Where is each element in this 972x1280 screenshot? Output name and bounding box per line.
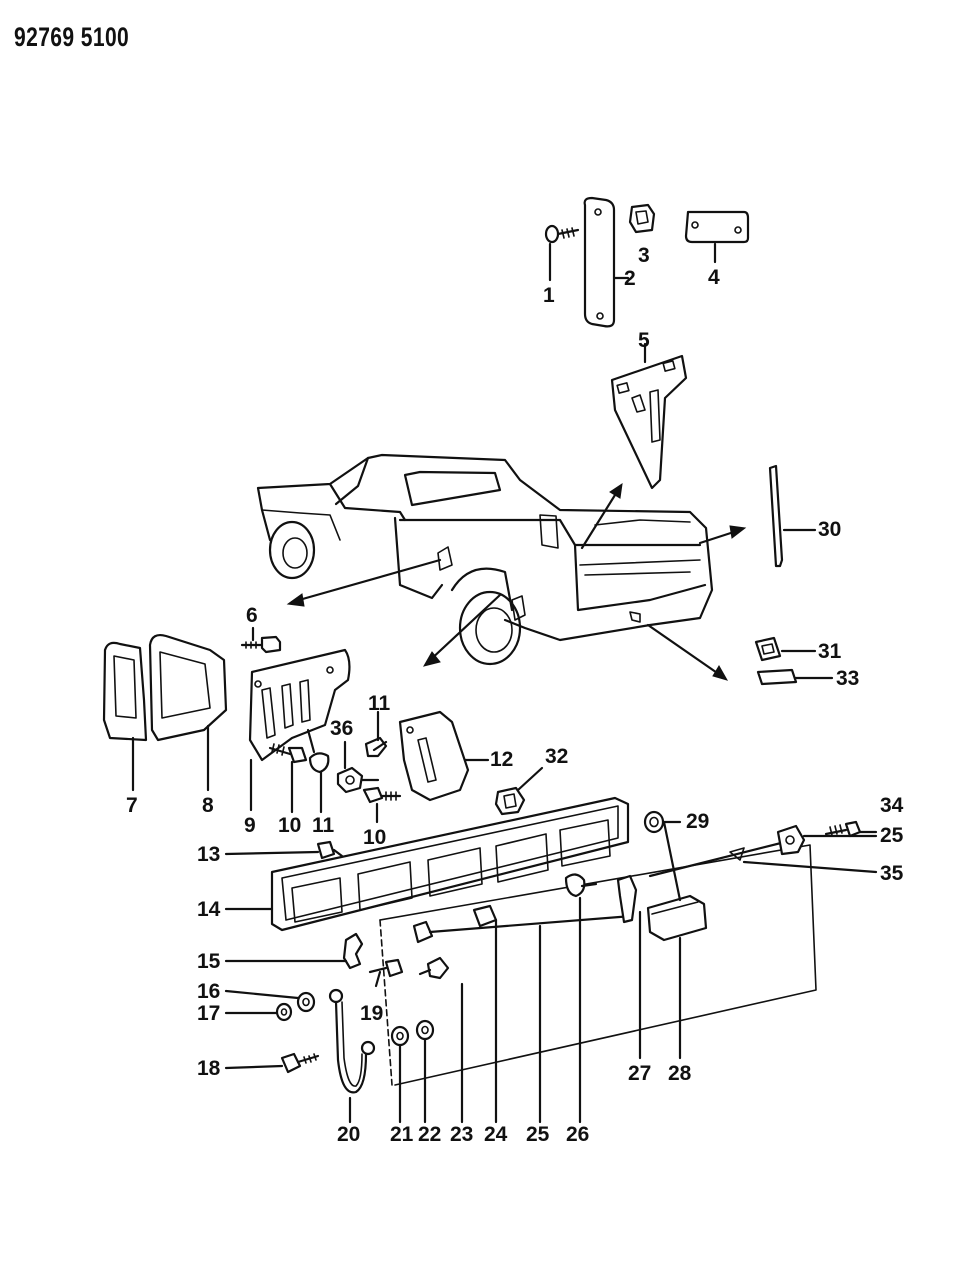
striker-screw-icon [824, 820, 862, 838]
callout-30: 30 [818, 518, 841, 541]
hinge-bolt-icon [280, 1052, 320, 1074]
stud-washer-icon [306, 728, 330, 774]
support-cable-icon [328, 988, 376, 1094]
clip-icon [628, 203, 656, 234]
splash-shield-icon [248, 648, 351, 762]
callout-3: 3 [638, 244, 650, 267]
callout-10-right: 10 [363, 826, 386, 849]
callout-13: 13 [197, 843, 220, 866]
bumper-stud-icon [418, 956, 450, 980]
callout-15: 15 [197, 950, 221, 973]
callout-32: 32 [545, 745, 568, 768]
pickup-truck-illustration [256, 453, 714, 666]
tailgate-outline [379, 844, 817, 1086]
bolt-icon [240, 635, 282, 654]
weatherstrip-icon [768, 464, 784, 568]
callout-25-right: 25 [880, 824, 904, 847]
bolt-upper-icon [364, 736, 388, 758]
callout-23: 23 [450, 1123, 473, 1146]
tailgate-clip-icon [494, 786, 526, 816]
callout-17: 17 [197, 1002, 220, 1025]
callout-9: 9 [244, 814, 256, 837]
clip-nut-icon [754, 636, 782, 662]
callout-36: 36 [330, 717, 353, 740]
bumper-block-icon [756, 668, 798, 686]
plug-a-icon [390, 1025, 410, 1047]
callout-29: 29 [686, 810, 709, 833]
plug-b-icon [415, 1019, 435, 1041]
callout-labels: 1 2 3 4 5 6 7 8 9 10 10 11 11 12 13 14 1… [126, 244, 904, 1146]
callout-leaders [131, 242, 878, 1124]
bolt-lower-icon [362, 786, 402, 804]
callout-34: 34 [880, 794, 904, 817]
callout-18: 18 [197, 1057, 221, 1080]
callout-21: 21 [390, 1123, 414, 1146]
callout-22: 22 [418, 1123, 441, 1146]
callout-25-bottom: 25 [526, 1123, 550, 1146]
callout-27: 27 [628, 1062, 651, 1085]
rod-clip-icon [472, 904, 498, 928]
washer-large-icon [296, 991, 316, 1013]
guard-frame-icon [102, 633, 228, 742]
leader-arrows [286, 482, 747, 681]
handle-bolt-icon [564, 873, 598, 898]
tailgate-bracket-icon [398, 710, 470, 802]
latch-link-icon [616, 874, 638, 924]
callout-31: 31 [818, 640, 842, 663]
callout-28: 28 [668, 1062, 692, 1085]
latch-rod-right-icon [648, 824, 806, 878]
pad-icon [684, 210, 750, 244]
callout-12: 12 [490, 748, 513, 771]
long-plate-icon [583, 196, 616, 328]
callout-24: 24 [484, 1123, 508, 1146]
panel-screw-icon [316, 840, 344, 860]
callout-19: 19 [360, 1002, 383, 1025]
tailgate-panel-icon [270, 796, 630, 932]
callout-7: 7 [126, 794, 138, 817]
callout-4: 4 [708, 266, 720, 289]
catalog-code: 92769 5100 [14, 22, 130, 52]
tailgate-handle-icon [646, 894, 708, 942]
callout-35: 35 [880, 862, 904, 885]
callout-14: 14 [197, 898, 221, 921]
bed-bracket-icon [610, 354, 688, 490]
latch-rod-icon [412, 914, 634, 944]
callout-6: 6 [246, 604, 258, 627]
callout-26: 26 [566, 1123, 589, 1146]
release-rod-icon [729, 847, 745, 861]
callout-16: 16 [197, 980, 220, 1003]
callout-33: 33 [836, 667, 859, 690]
callout-20: 20 [337, 1123, 360, 1146]
washer-small-icon [275, 1002, 293, 1022]
bolt-washer-icon [268, 743, 308, 764]
callout-8: 8 [202, 794, 214, 817]
handle-grommet-icon [643, 810, 665, 834]
callout-11-bottom: 11 [312, 814, 335, 837]
striker-bolt-icon [368, 958, 404, 978]
screw-icon [544, 224, 580, 244]
callout-5: 5 [638, 329, 650, 352]
nut-icon [336, 766, 380, 794]
callout-1: 1 [543, 284, 555, 307]
hinge-clip-icon [342, 932, 364, 970]
callout-2: 2 [624, 267, 636, 290]
callout-10-left: 10 [278, 814, 301, 837]
callout-11-top: 11 [368, 692, 391, 715]
